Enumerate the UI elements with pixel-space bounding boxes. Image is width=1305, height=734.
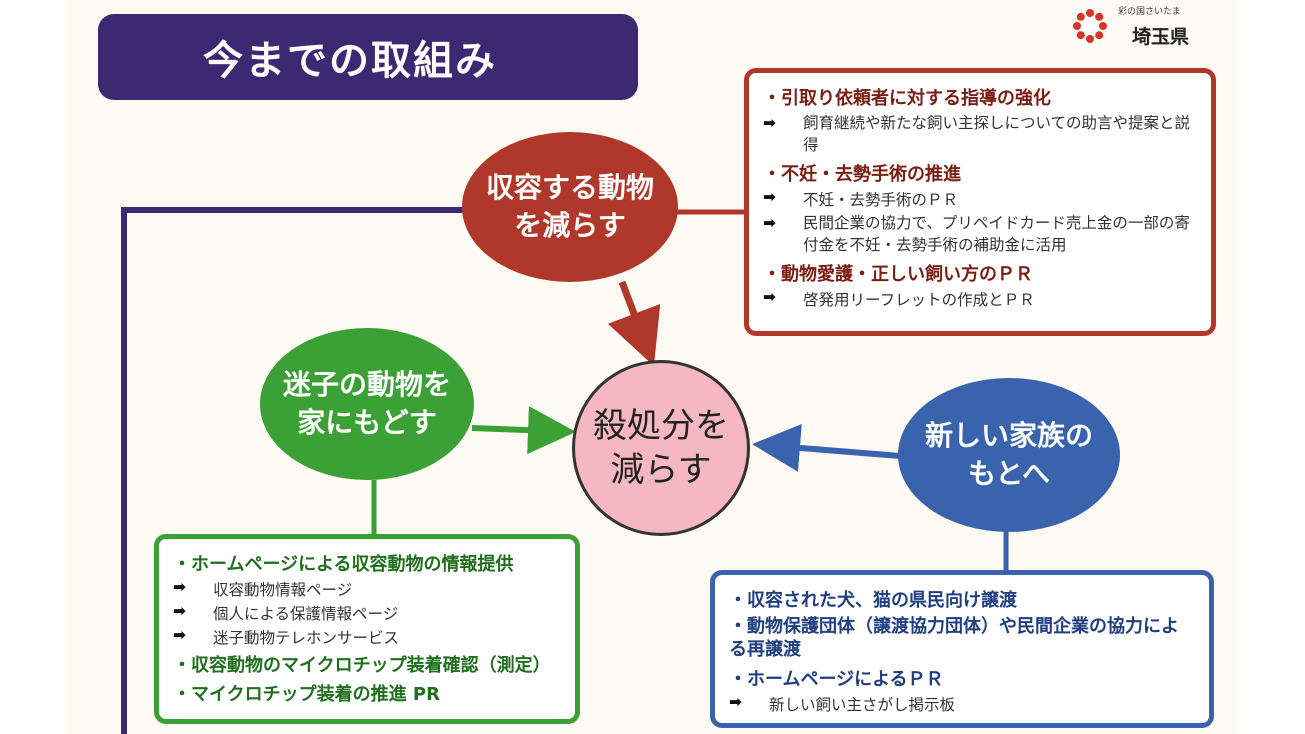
purple-frame-line — [121, 207, 466, 734]
bullet-item: 収容動物のマイクロチップ装着確認（測定） — [173, 651, 561, 677]
bullet-item: 収容された犬、猫の県民向け譲渡 — [729, 586, 1195, 612]
node-return-lost: 迷子の動物を家にもどす — [260, 328, 474, 480]
sub-item-text: 不妊・去勢手術のＰＲ — [803, 190, 959, 209]
prefecture-logo: 彩の国さいたま 埼玉県 — [1072, 4, 1202, 48]
sub-item: ➡ 啓発用リーフレットの作成とＰＲ — [763, 288, 1197, 310]
sub-item-text: 飼育継続や新たな飼い主探しについての助言や提案と説得 — [803, 114, 1191, 155]
bullet-item: ホームページによるＰＲ — [729, 665, 1195, 691]
sub-item: ➡ 飼育継続や新たな飼い主探しについての助言や提案と説得 — [763, 112, 1197, 157]
sub-item-text: 民間企業の協力で、プリペイドカード売上金の一部の寄付金を不妊・去勢手術の補助金に… — [803, 213, 1190, 255]
sub-item: ➡ 民間企業の協力で、プリペイドカード売上金の一部の寄付金を不妊・去勢手術の補助… — [763, 212, 1197, 257]
bullet-item: 動物愛護・正しい飼い方のＰＲ — [763, 260, 1197, 286]
logo-name: 埼玉県 — [1132, 26, 1190, 48]
sub-item: ➡ 不妊・去勢手術のＰＲ — [763, 188, 1197, 210]
node-new-family-label: 新しい家族のもとへ — [924, 419, 1093, 490]
reduce-intake-measures: 引取り依頼者に対する指導の強化 ➡ 飼育継続や新たな飼い主探しについての助言や提… — [744, 68, 1216, 336]
page-title: 今までの取組み — [98, 14, 638, 100]
bullet-item: ホームページによる収容動物の情報提供 — [173, 550, 561, 576]
arrow-right-icon: ➡ — [173, 578, 186, 596]
node-return-lost-label: 迷子の動物を家にもどす — [282, 368, 451, 439]
bullet-item: 引取り依頼者に対する指導の強化 — [763, 84, 1197, 110]
blue-arrow — [752, 424, 901, 472]
arrow-right-icon: ➡ — [173, 602, 186, 620]
node-center-goal-label: 殺処分を減らす — [593, 405, 729, 490]
sub-item: ➡ 収容動物情報ページ — [173, 578, 561, 600]
sub-item: ➡ 個人による保護情報ページ — [173, 602, 561, 624]
bullet-item: マイクロチップ装着の推進 PR — [173, 680, 561, 706]
sub-item-text: 迷子動物テレホンサービス — [213, 629, 400, 647]
sub-item: ➡ 迷子動物テレホンサービス — [173, 626, 561, 648]
bullet-item: 動物保護団体（譲渡協力団体）や民間企業の協力による再譲渡 — [729, 615, 1195, 662]
node-reduce-intake: 収容する動物を減らす — [462, 132, 678, 282]
node-reduce-intake-label: 収容する動物を減らす — [485, 171, 654, 242]
arrow-right-icon: ➡ — [763, 187, 776, 206]
red-arrow — [607, 280, 661, 367]
logo-tagline: 彩の国さいたま — [1118, 7, 1181, 17]
arrow-right-icon: ➡ — [763, 213, 776, 232]
new-family-measures: 収容された犬、猫の県民向け譲渡 動物保護団体（譲渡協力団体）や民間企業の協力によ… — [710, 570, 1214, 728]
arrow-right-icon: ➡ — [763, 114, 776, 132]
bullet-item: 不妊・去勢手術の推進 — [763, 160, 1197, 186]
arrow-right-icon: ➡ — [173, 626, 186, 644]
sub-item-text: 収容動物情報ページ — [213, 581, 353, 599]
sub-item-text: 個人による保護情報ページ — [213, 605, 399, 623]
green-arrow — [471, 406, 576, 455]
arrow-right-icon: ➡ — [763, 287, 776, 306]
node-center-goal: 殺処分を減らす — [572, 360, 750, 536]
sub-item-text: 新しい飼い主さがし掲示板 — [769, 695, 956, 714]
node-new-family: 新しい家族のもとへ — [898, 378, 1120, 532]
sub-item-text: 啓発用リーフレットの作成とＰＲ — [803, 290, 1035, 309]
prefecture-emblem-icon — [1073, 9, 1107, 43]
return-lost-measures: ホームページによる収容動物の情報提供 ➡ 収容動物情報ページ ➡ 個人による保護… — [154, 534, 580, 724]
arrow-right-icon: ➡ — [729, 692, 742, 711]
sub-item: ➡ 新しい飼い主さがし掲示板 — [729, 693, 1195, 715]
